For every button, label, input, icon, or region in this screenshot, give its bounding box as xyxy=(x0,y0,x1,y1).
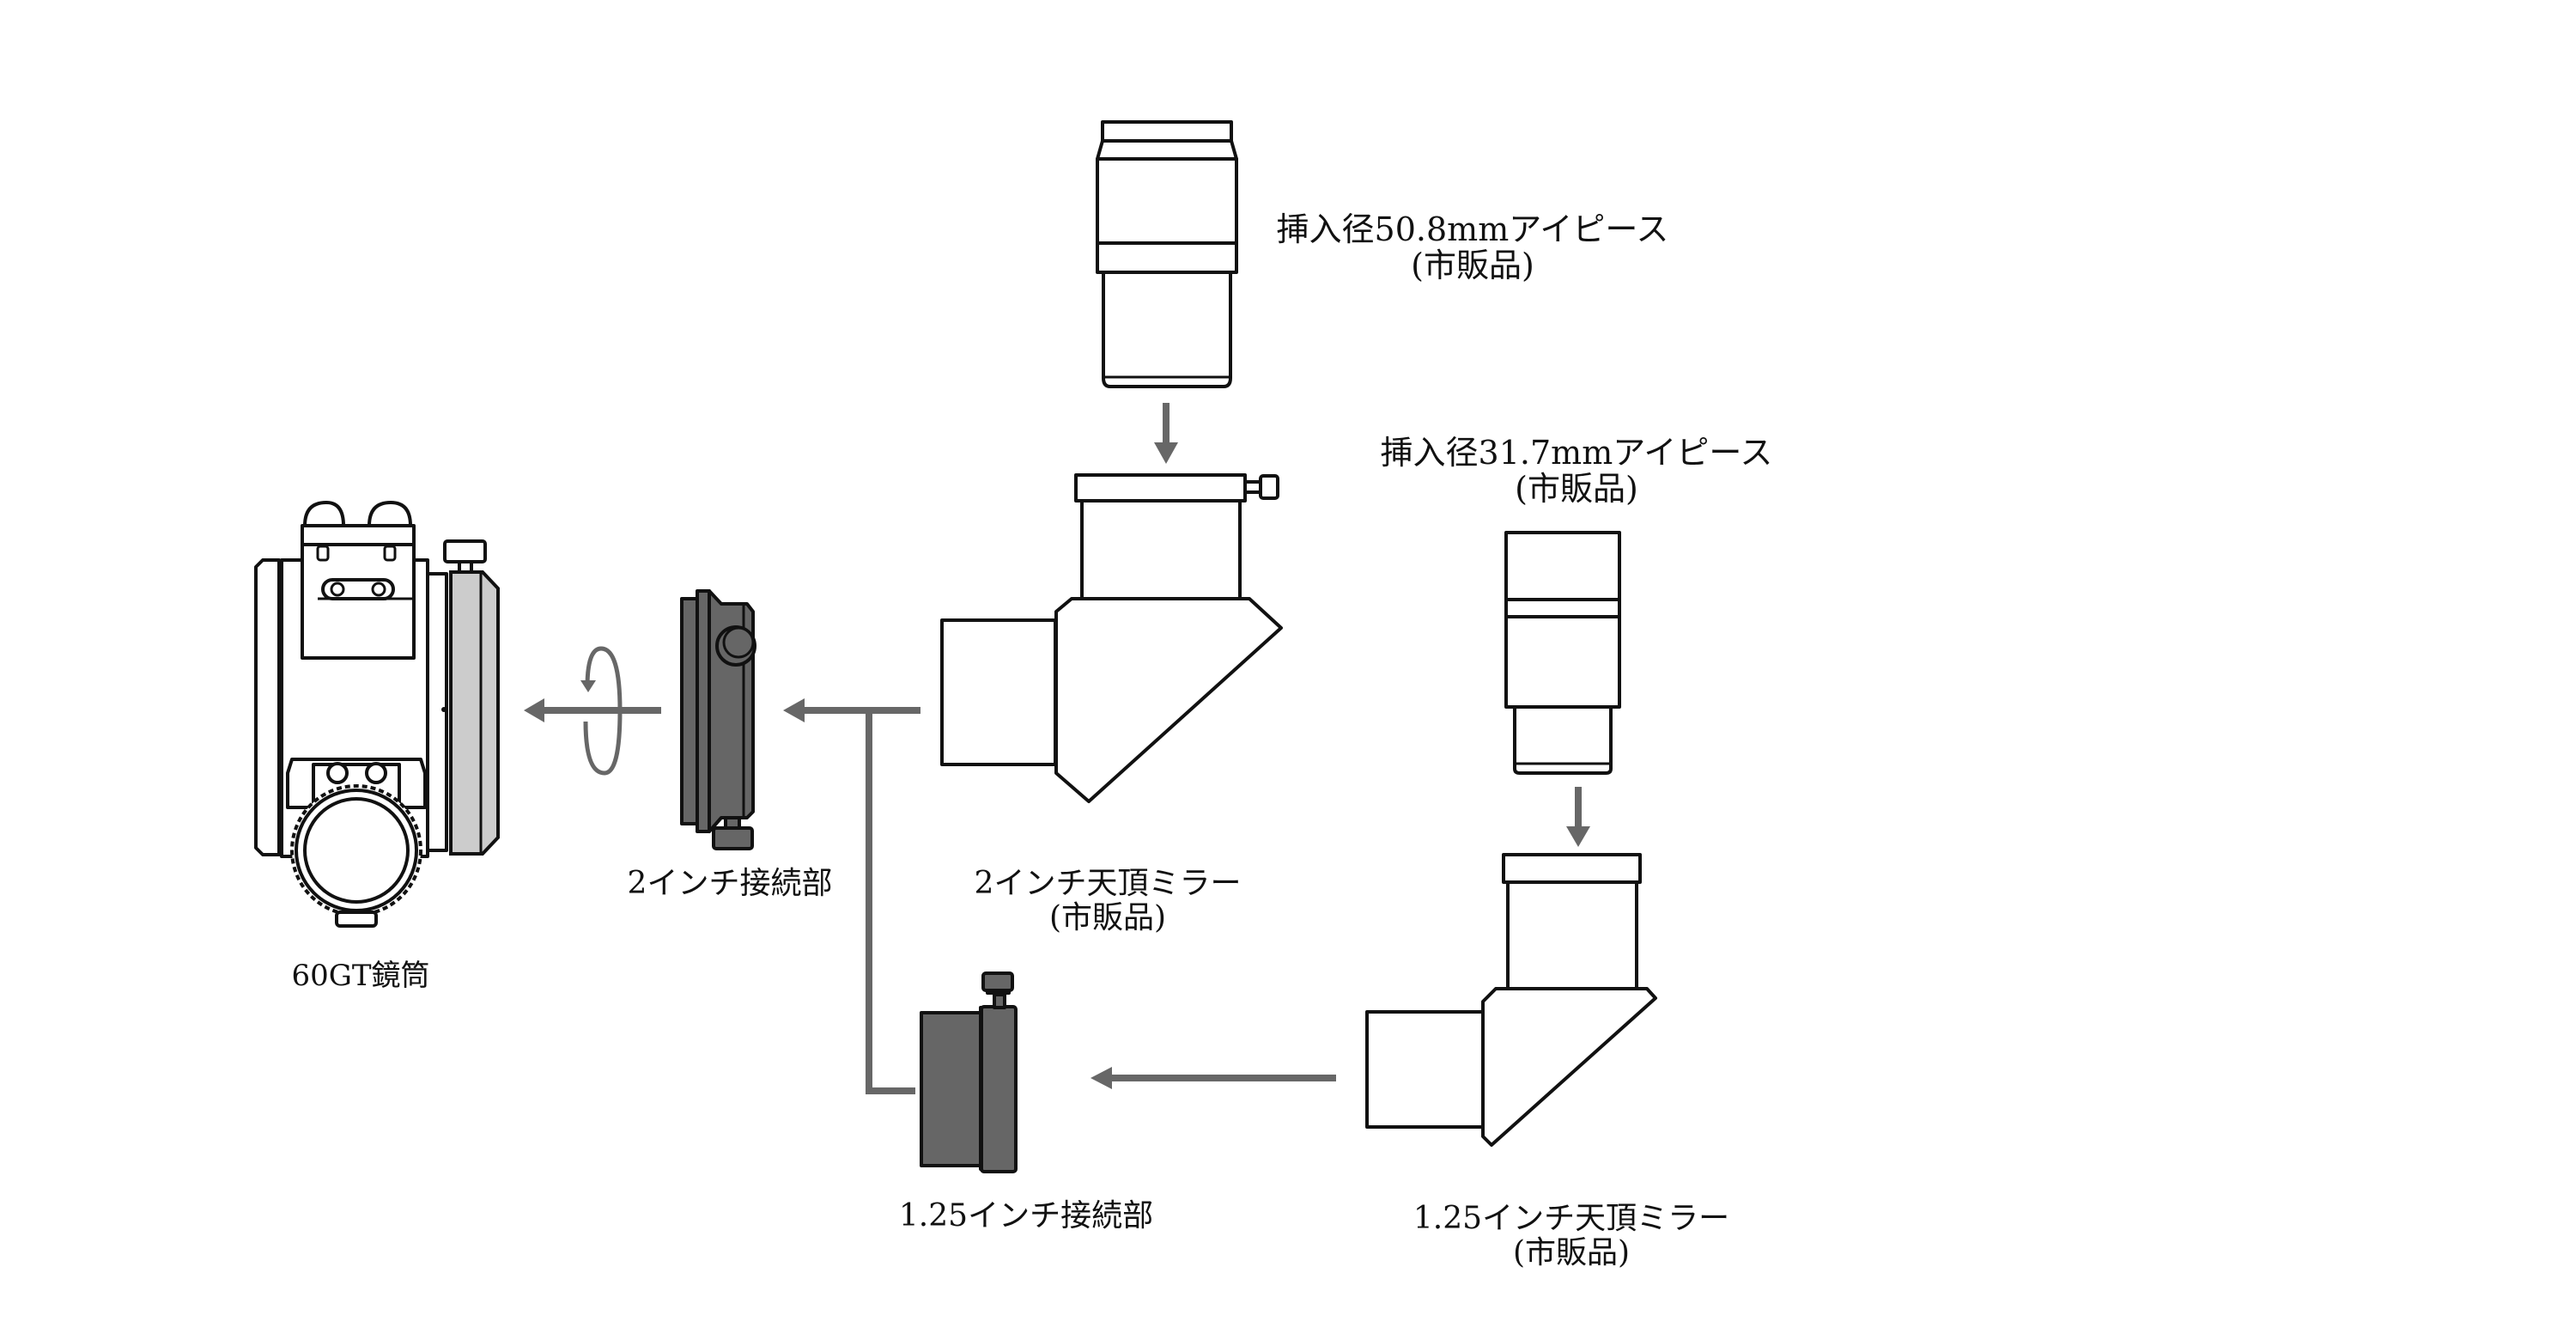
connector-125-body xyxy=(920,1011,983,1167)
focuser-ring xyxy=(449,570,500,856)
eyepiece-508-eyecup xyxy=(1101,120,1233,143)
connector-125-ring xyxy=(980,1005,1018,1173)
diagonal-125-sublabel: (市販品) xyxy=(1513,1235,1630,1270)
diagonal-2in-body xyxy=(1054,597,1283,803)
focus-knob-icon xyxy=(290,784,422,928)
bracket-connector-icon xyxy=(866,707,915,1094)
connector-2in-label: 2インチ接続部 xyxy=(628,866,833,901)
telescope-lock-knob xyxy=(443,539,487,563)
diagonal-2in-sublabel: (市販品) xyxy=(1049,900,1166,935)
eyepiece-317-eyecup xyxy=(1504,531,1621,601)
diagonal-125-body xyxy=(1481,987,1657,1147)
diagonal-125-collar xyxy=(1502,853,1642,884)
arrow-down-icon xyxy=(1566,787,1590,847)
eyepiece-317 xyxy=(1504,531,1621,775)
telescope-rear-housing xyxy=(426,572,448,852)
eyepiece-317-barrel xyxy=(1513,705,1613,775)
connector-125 xyxy=(920,971,1018,1173)
eyepiece-317-body xyxy=(1504,615,1621,709)
diagonal-2in-screw xyxy=(1259,474,1279,500)
arrow-left-icon xyxy=(783,698,920,722)
connector-2in-knob xyxy=(712,826,754,850)
diagonal-125-barrel xyxy=(1506,880,1638,990)
diagonal-2in-collar xyxy=(1074,473,1247,502)
telescope-label: 60GT鏡筒 xyxy=(291,959,429,993)
diagonal-2in xyxy=(940,473,1283,803)
connector-2in xyxy=(680,589,756,850)
eyepiece-508-barrel xyxy=(1102,271,1232,388)
arrow-down-icon xyxy=(1154,403,1178,464)
eyepiece-317-label: 挿入径31.7mmアイピース xyxy=(1381,434,1773,472)
eyepiece-317-sublabel: (市販品) xyxy=(1515,470,1638,508)
eyepiece-508-sublabel: (市販品) xyxy=(1411,247,1534,284)
diagonal-2in-label: 2インチ天頂ミラー xyxy=(975,866,1242,901)
rotate-screw-icon xyxy=(524,646,661,776)
diagonal-2in-nosepiece xyxy=(940,618,1057,766)
diagonal-125-label: 1.25インチ天頂ミラー xyxy=(1413,1201,1729,1236)
telescope-front-ring xyxy=(254,558,281,856)
diagonal-2in-barrel xyxy=(1080,499,1242,600)
eyepiece-508-label: 挿入径50.8mmアイピース xyxy=(1277,210,1669,248)
eyepiece-508 xyxy=(1096,120,1238,388)
arrow-left-icon xyxy=(1091,1067,1336,1089)
diagonal-125 xyxy=(1365,853,1657,1147)
diagonal-125-nosepiece xyxy=(1365,1010,1485,1129)
connector-125-knob xyxy=(981,971,1014,992)
telescope-tube xyxy=(254,501,500,928)
eyepiece-508-body xyxy=(1096,157,1238,247)
telescope-top-mount xyxy=(301,501,416,660)
connector-125-label: 1.25インチ接続部 xyxy=(899,1198,1153,1233)
